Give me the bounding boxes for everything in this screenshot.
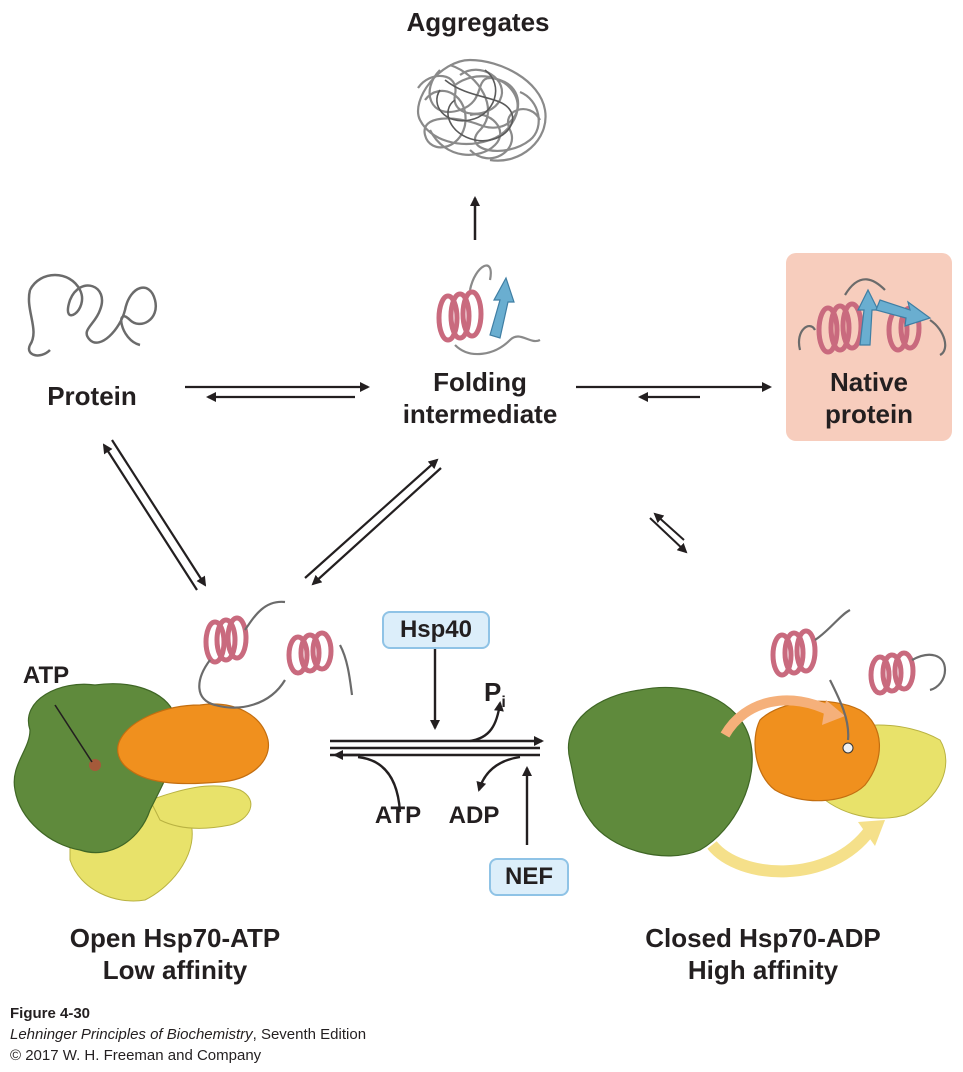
equilibrium-protein-hsp70 [102,439,207,591]
hsp40-box: Hsp40 [382,611,490,649]
book-edition: , Seventh Edition [252,1026,367,1043]
open-label-line2: Low affinity [102,955,248,985]
equilibrium-protein-folding [185,382,370,402]
aggregates-label: Aggregates [406,7,550,37]
unfolded-protein [27,273,158,357]
atp-left-label: ATP [22,662,70,689]
folding-intermediate-structure [436,264,541,356]
aggregates-tangle-dark [436,69,514,142]
open-hsp70-label: Open Hsp70-ATP Low affinity [20,922,330,986]
protein-label: Protein [47,381,137,411]
native-label-line2: protein [824,399,914,429]
equilibrium-folding-native [576,382,772,402]
closed-hsp70-structure [567,609,947,878]
copyright-line: © 2017 W. H. Freeman and Company [10,1047,262,1064]
aggregates-tangle [417,58,547,162]
folding-label-line2: intermediate [402,399,558,429]
adp-label: ADP [448,802,500,829]
equilibrium-folding-closed [649,512,688,554]
folding-label-line1: Folding [433,367,527,397]
pi-label: Pi [484,676,524,719]
equilibrium-hsp70-folding [304,458,442,586]
native-protein-label: Native protein [786,366,952,430]
hsp70-cycle-arrows [330,648,544,845]
closed-label-line2: High affinity [687,955,839,985]
native-protein-box [786,253,952,441]
nef-box: NEF [489,858,569,896]
closed-label-line1: Closed Hsp70-ADP [645,923,881,953]
closed-hsp70-label: Closed Hsp70-ADP High affinity [598,922,928,986]
figure-number: Figure 4-30 [10,1005,91,1022]
book-title-line: Lehninger Principles of Biochemistry, Se… [10,1025,366,1045]
open-hsp70-structure [13,600,354,902]
native-label-line1: Native [829,367,909,397]
atp-bottom-label: ATP [374,802,422,829]
pi-subscript: i [501,694,506,712]
folding-intermediate-label: Folding intermediate [370,366,590,430]
open-label-line1: Open Hsp70-ATP [69,923,281,953]
book-title: Lehninger Principles of Biochemistry [10,1026,253,1043]
native-protein-structure [797,278,947,356]
pi-main: P [484,677,502,707]
